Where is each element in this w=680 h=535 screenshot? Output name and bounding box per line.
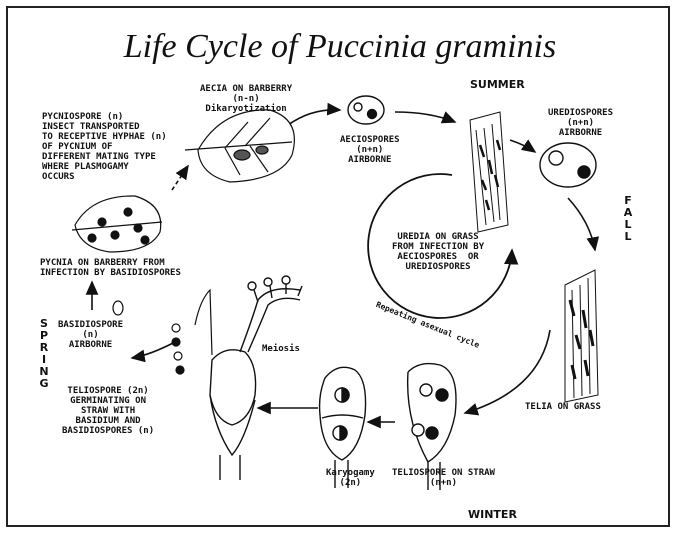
label-urediospores: UREDIOSPORES (n+n) AIRBORNE: [548, 108, 614, 138]
aeciospore-cell: [347, 95, 385, 125]
label-teliospore-on-straw: TELIOSPORE ON STRAW (n+n): [392, 468, 495, 488]
label-meiosis: Meiosis: [262, 344, 300, 354]
arrow-pycnia-to-aecia: [171, 164, 189, 191]
label-pycniospore: PYCNIOSPORE (n) INSECT TRANSPORTED TO RE…: [42, 112, 167, 182]
barberry-leaf-aecia: [184, 109, 295, 183]
season-spring-letter: I: [41, 353, 47, 366]
season-fall: F A L L: [622, 195, 634, 243]
barberry-leaf-pycnia: [71, 195, 163, 253]
label-aecia: AECIA ON BARBERRY (n-n) Dikaryotization: [200, 84, 293, 114]
arrow-grass-to-urediospores: [509, 139, 537, 153]
arrow-germinating-to-basidiospore: [130, 341, 176, 363]
season-spring-letter: N: [39, 365, 49, 378]
season-spring-letter: S: [40, 317, 48, 330]
arrow-urediospores-to-telia: [567, 197, 600, 252]
season-winter: WINTER: [468, 508, 517, 521]
label-basidiospore: BASIDIOSPORE (n) AIRBORNE: [58, 320, 124, 350]
season-fall-letter: A: [623, 206, 633, 219]
label-karyogamy: Karyogamy (2n): [326, 468, 375, 488]
season-fall-letter: L: [624, 230, 632, 243]
season-spring-letter: R: [39, 341, 49, 354]
season-spring-letter: P: [39, 329, 49, 342]
label-uredia: UREDIA ON GRASS FROM INFECTION BY AECIOS…: [392, 232, 485, 272]
grass-stem-uredia: [469, 111, 509, 233]
season-fall-letter: F: [624, 194, 632, 207]
season-spring: S P R I N G: [38, 318, 50, 390]
label-pycnia: PYCNIA ON BARBERRY FROM INFECTION BY BAS…: [40, 258, 181, 278]
grass-stem-telia: [564, 269, 599, 403]
season-fall-letter: L: [624, 218, 632, 231]
arrow-aeciospores-to-grass: [394, 111, 457, 124]
season-summer: SUMMER: [470, 78, 525, 91]
basidiospores-on-basidium: [171, 288, 213, 375]
cycle-arrows: [85, 102, 600, 429]
label-telia: TELIA ON GRASS: [525, 402, 601, 412]
arrow-aecia-to-aeciospores: [287, 102, 342, 126]
arrow-telia-to-teliospore: [463, 329, 551, 416]
teliospore-on-straw: [406, 362, 457, 490]
diagram-frame: [6, 6, 670, 527]
basidiospore-cell: [112, 300, 124, 316]
label-aeciospores: AECIOSPORES (n+n) AIRBORNE: [340, 135, 400, 165]
page-title: Life Cycle of Puccinia graminis: [123, 28, 557, 65]
germinating-teliospore: [209, 275, 303, 480]
karyogamy-teliospore: [318, 366, 367, 488]
repeating-cycle-arrow: [367, 173, 519, 319]
season-spring-letter: G: [39, 377, 49, 390]
urediospore-cell: [539, 142, 597, 188]
label-teliospore-germinating: TELIOSPORE (2n) GERMINATING ON STRAW WIT…: [62, 386, 155, 436]
